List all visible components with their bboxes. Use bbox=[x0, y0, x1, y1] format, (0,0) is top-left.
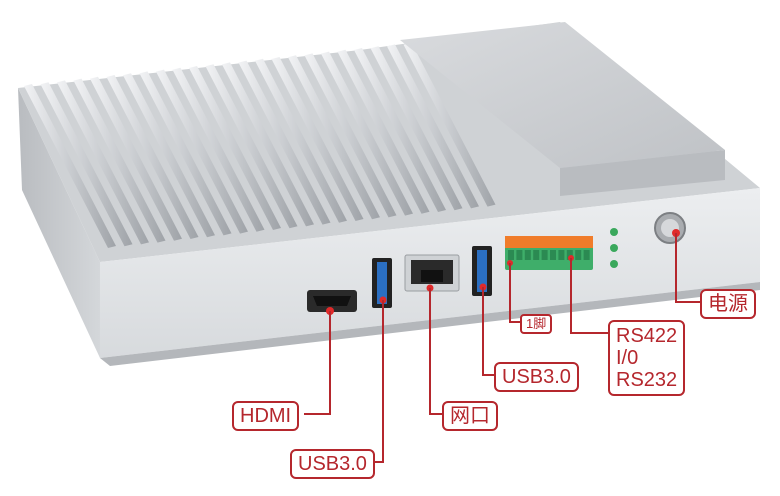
terminal-pin bbox=[533, 250, 540, 260]
terminal-pin bbox=[516, 250, 523, 260]
leader-lines bbox=[304, 233, 700, 463]
ethernet-port bbox=[404, 254, 460, 292]
heatsink-fin bbox=[321, 51, 413, 216]
label-usb-left: USB3.0 bbox=[290, 449, 375, 479]
heatsink-fin bbox=[288, 55, 380, 220]
label-hdmi: HDMI bbox=[232, 401, 300, 431]
label-serial: RS422 I/0 RS232 bbox=[608, 320, 686, 396]
heatsink-fin bbox=[24, 84, 116, 248]
heatsink-fin bbox=[40, 82, 133, 247]
terminal-pin bbox=[575, 250, 582, 260]
heatsink-fin bbox=[403, 42, 496, 207]
terminal-pin bbox=[583, 250, 590, 260]
label-ethernet: 网口 bbox=[442, 401, 498, 431]
heatsink-fin bbox=[222, 62, 314, 227]
heatsink-fin bbox=[123, 73, 215, 238]
terminal-pin bbox=[541, 250, 548, 260]
terminal-pin bbox=[550, 250, 556, 260]
heatsink-fin bbox=[172, 67, 265, 232]
label-power: 电源 bbox=[700, 289, 756, 319]
status-leds bbox=[610, 228, 618, 268]
heatsink-fin bbox=[189, 66, 281, 230]
heatsink-fin bbox=[387, 44, 479, 209]
heatsink-fin bbox=[73, 78, 166, 243]
heatsink-fin bbox=[304, 53, 397, 218]
heatsink-fins bbox=[24, 42, 496, 248]
power-button bbox=[654, 212, 686, 244]
heatsink-fin bbox=[90, 76, 182, 241]
terminal-pin bbox=[566, 250, 573, 260]
heatsink-fin bbox=[271, 57, 364, 221]
heatsink-fin bbox=[337, 49, 430, 214]
terminal-block bbox=[505, 236, 593, 270]
heatsink-fin bbox=[255, 58, 347, 223]
label-pin1: 1脚 bbox=[520, 314, 553, 334]
heatsink-fin bbox=[354, 48, 446, 212]
heatsink-fin bbox=[57, 80, 149, 245]
label-usb-right: USB3.0 bbox=[494, 362, 579, 392]
terminal-pin bbox=[558, 250, 565, 260]
heatsink-fin bbox=[156, 69, 248, 234]
terminal-pin bbox=[508, 250, 514, 260]
terminal-pin bbox=[524, 250, 531, 260]
heatsink-fin bbox=[238, 60, 331, 225]
top-block bbox=[400, 22, 725, 196]
usb-left-port bbox=[372, 258, 392, 308]
heatsink-fin bbox=[106, 75, 199, 239]
heatsink-fin bbox=[139, 71, 232, 236]
heatsink-fin bbox=[370, 46, 463, 211]
hdmi-port bbox=[307, 290, 357, 315]
heatsink-fin bbox=[205, 64, 298, 229]
